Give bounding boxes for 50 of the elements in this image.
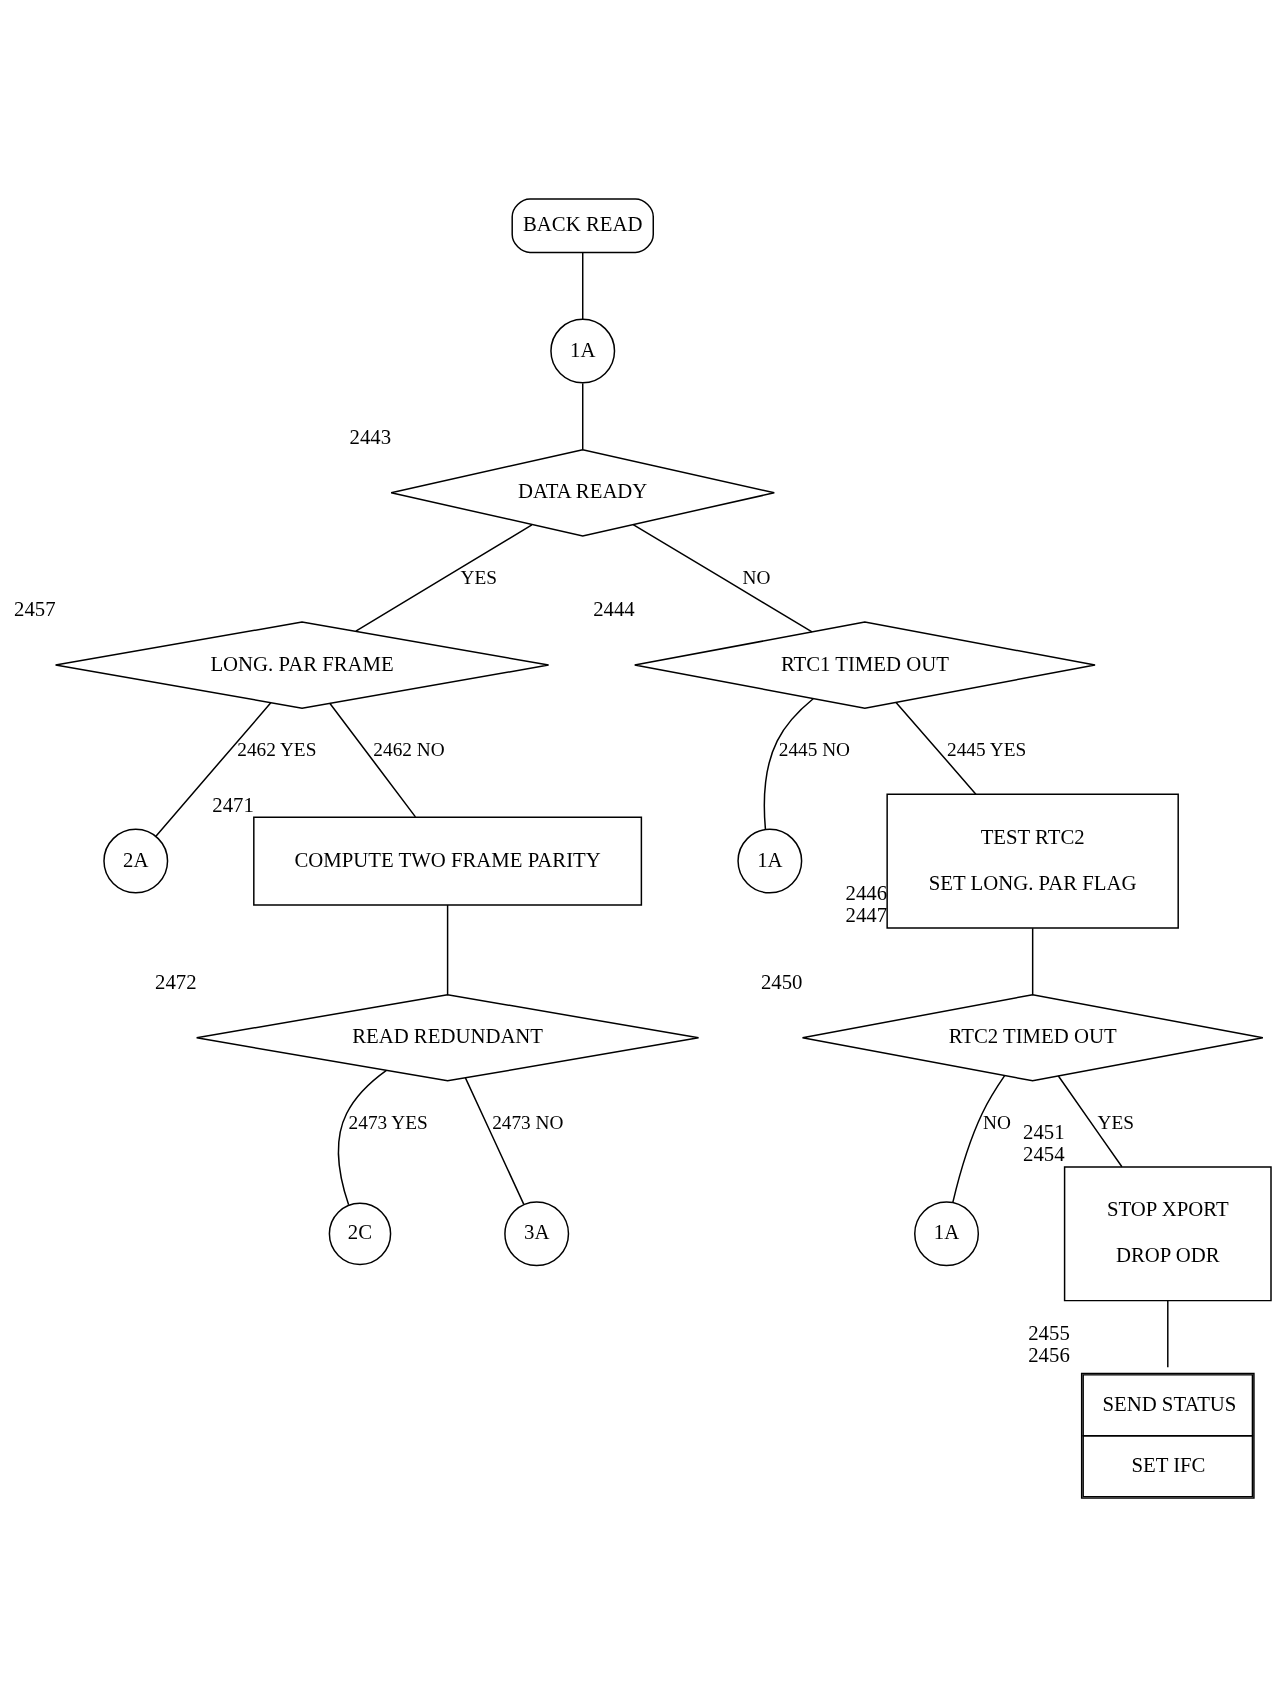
connector (355, 523, 533, 632)
node-circle: 1A (737, 828, 803, 894)
node-diamond: LONG. PAR FRAME (54, 620, 550, 709)
connector (155, 701, 272, 837)
node-label: 2457 (14, 596, 56, 620)
edge-label: 2462 NO (373, 738, 445, 760)
node-label: 2450 (760, 969, 803, 993)
edge-label: NO (742, 566, 771, 588)
node-diamond: READ REDUNDANT (195, 993, 700, 1082)
connector (337, 1069, 388, 1206)
connector (582, 382, 584, 450)
edge-label: 2462 YES (237, 738, 317, 760)
connector (582, 251, 584, 320)
node-label: 2451 (1023, 1119, 1065, 1143)
connector (464, 1076, 525, 1205)
connector (329, 702, 417, 818)
connector (1031, 927, 1034, 995)
edge-label: NO (983, 1111, 1011, 1133)
edge-label: 2445 YES (947, 738, 1027, 760)
connector (446, 903, 449, 995)
edge-label: 2473 NO (492, 1111, 564, 1133)
node-diamond: RTC1 TIMED OUT (633, 620, 1096, 709)
node-label: 2456 (1028, 1342, 1070, 1366)
node-box: BACK READ (511, 197, 654, 253)
connector (763, 697, 814, 830)
edge-label: YES (460, 566, 498, 588)
node-box: TEST RTC2 SET LONG. PAR FLAG (886, 793, 1179, 929)
node-box: COMPUTE TWO FRAME PARITY (253, 816, 643, 906)
connector (895, 701, 977, 795)
edge-label: 2473 YES (348, 1111, 428, 1133)
node-circle: 1A (914, 1200, 980, 1266)
edge-label: 2445 NO (778, 738, 851, 760)
node-box: STOP XPORT DROP ODR (1063, 1165, 1272, 1301)
edge-label: YES (1097, 1111, 1135, 1133)
node-circle: 2A (103, 828, 169, 894)
connector (1167, 1299, 1169, 1368)
connector (632, 523, 813, 633)
node-diamond: RTC2 TIMED OUT (801, 993, 1264, 1082)
node-label: 2455 (1028, 1320, 1070, 1344)
node-label: 2454 (1023, 1141, 1065, 1165)
node-circle: 2C (328, 1201, 392, 1265)
node-label: 2443 (349, 424, 392, 448)
connector (952, 1074, 1006, 1203)
connector (1057, 1074, 1123, 1167)
node-label: 2472 (155, 969, 197, 993)
node-diamond: DATA READY (390, 448, 776, 537)
node-circle: 3A (504, 1200, 570, 1266)
node-label: 2444 (593, 596, 635, 620)
node-circle: 1A (550, 318, 616, 384)
node-label: 2471 (212, 792, 254, 816)
